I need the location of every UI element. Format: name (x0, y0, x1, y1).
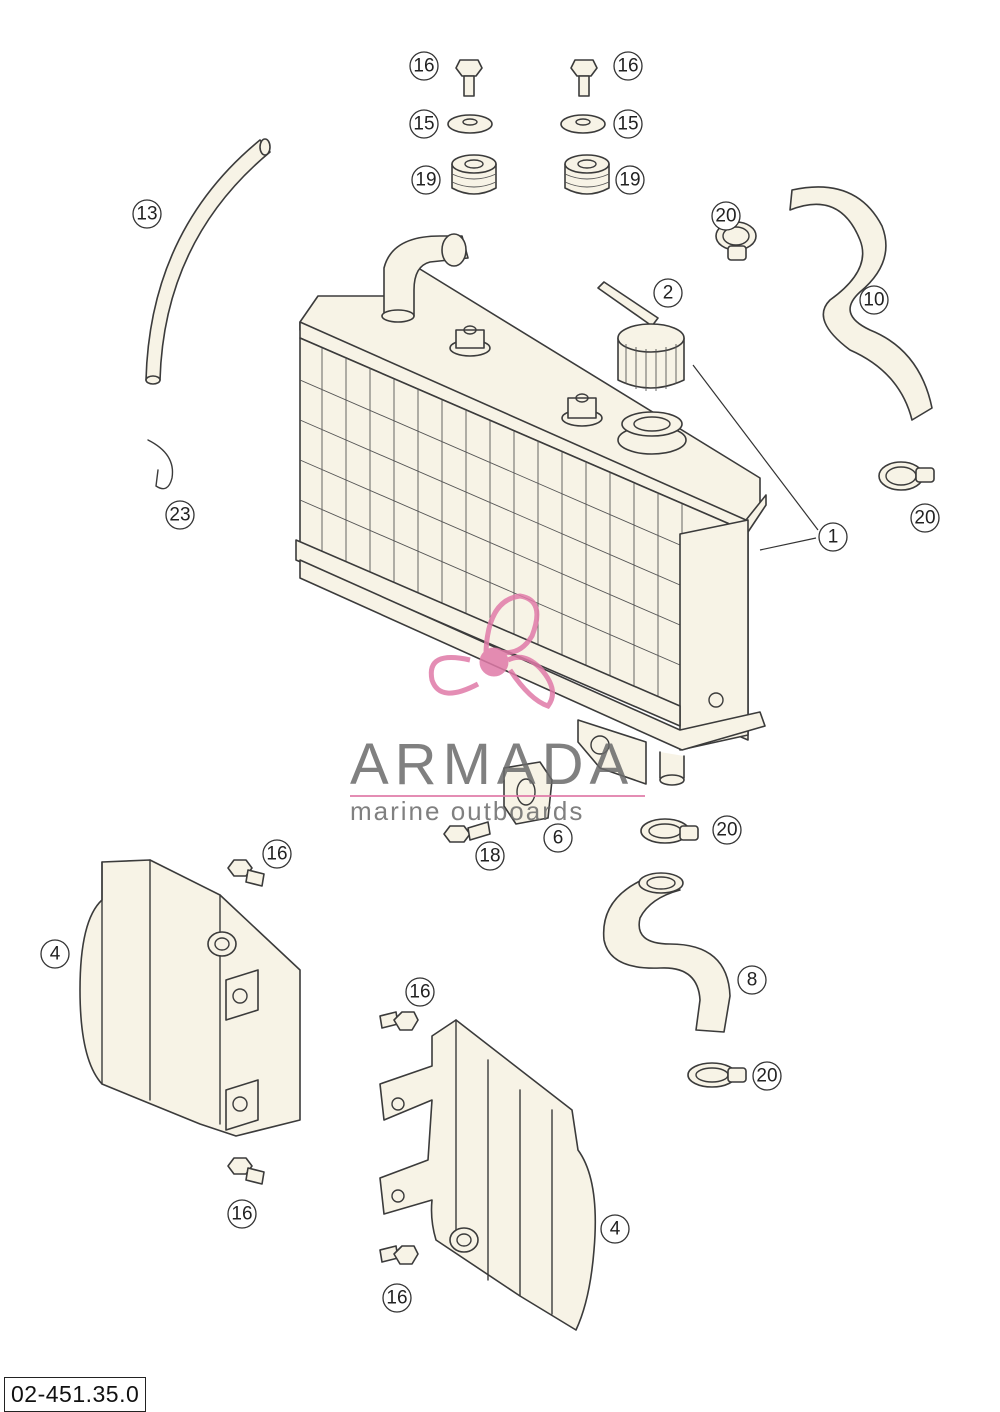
diagram-code-label: 02-451.35.0 (4, 1377, 147, 1412)
callout-4-right: 4 (600, 1214, 630, 1244)
callout-2: 2 (653, 278, 683, 308)
hose-clamp-b (878, 461, 935, 491)
callout-6: 6 (543, 823, 573, 853)
callout-10: 10 (859, 285, 889, 315)
svg-text:19: 19 (619, 170, 640, 191)
callout-13: 13 (132, 199, 162, 229)
svg-text:16: 16 (231, 1204, 252, 1225)
svg-text:19: 19 (415, 170, 436, 191)
callout-16-top-right: 16 (613, 51, 643, 81)
callout-20-d: 20 (752, 1061, 782, 1091)
svg-text:20: 20 (756, 1066, 777, 1087)
screw-left-bottom (227, 1157, 265, 1185)
callout-20-b: 20 (910, 503, 940, 533)
svg-text:20: 20 (914, 508, 935, 529)
svg-text:23: 23 (169, 505, 190, 526)
hose-clamp-d (687, 1062, 747, 1088)
bolt-top-right (570, 59, 598, 97)
callout-20-a: 20 (711, 201, 741, 231)
washer-top-left (447, 114, 493, 134)
radiator (295, 233, 767, 786)
callout-16-left-bottom: 16 (227, 1199, 257, 1229)
overflow-hose (145, 138, 271, 385)
washer-top-right (560, 114, 606, 134)
svg-text:16: 16 (266, 844, 287, 865)
watermark-brand: ARMADA (350, 732, 634, 797)
callout-16-left-top: 16 (262, 839, 292, 869)
screw-right-bottom (379, 1245, 419, 1265)
svg-text:6: 6 (553, 828, 564, 849)
svg-text:18: 18 (479, 846, 500, 867)
callout-20-c: 20 (712, 815, 742, 845)
svg-text:4: 4 (50, 944, 61, 965)
svg-text:20: 20 (715, 206, 736, 227)
svg-text:16: 16 (386, 1288, 407, 1309)
leader-lines (692, 364, 819, 551)
svg-text:1: 1 (828, 527, 839, 548)
svg-text:15: 15 (617, 114, 638, 135)
screw-left-top (227, 859, 265, 887)
svg-text:20: 20 (716, 820, 737, 841)
grommet-top-left (451, 154, 497, 195)
lower-hose (602, 872, 731, 1033)
callout-15-right: 15 (613, 109, 643, 139)
screw-right-top (379, 1011, 419, 1031)
svg-text:8: 8 (747, 970, 758, 991)
callout-23: 23 (165, 500, 195, 530)
radiator-cap (597, 281, 685, 391)
grommet-top-right (564, 154, 610, 195)
hose-clip (147, 439, 174, 490)
radiator-shroud-left (79, 859, 301, 1137)
rubber-mount-bracket (503, 761, 553, 825)
watermark-logo-icon (428, 593, 555, 709)
watermark-tagline: marine outboards (350, 796, 584, 826)
callout-16-right-top: 16 (405, 977, 435, 1007)
callout-19-right: 19 (615, 165, 645, 195)
radiator-core-fins (299, 348, 683, 713)
callout-18: 18 (475, 841, 505, 871)
radiator-shroud-right (379, 1019, 597, 1331)
hose-clamp-c (640, 818, 699, 844)
svg-text:16: 16 (409, 982, 430, 1003)
svg-text:4: 4 (610, 1219, 621, 1240)
upper-hose (789, 186, 933, 421)
svg-text:15: 15 (413, 114, 434, 135)
callout-19-left: 19 (411, 165, 441, 195)
svg-text:2: 2 (663, 283, 674, 304)
callouts: 1 2 4 4 6 8 10 13 15 15 16 16 16 16 16 1… (40, 51, 940, 1313)
svg-text:16: 16 (413, 56, 434, 77)
callout-16-right-bottom: 16 (382, 1283, 412, 1313)
svg-text:10: 10 (863, 290, 884, 311)
screw-18 (443, 821, 491, 843)
callout-1: 1 (818, 522, 848, 552)
svg-text:13: 13 (136, 204, 157, 225)
callout-16-top-left: 16 (409, 51, 439, 81)
bolt-top-left (455, 59, 483, 97)
svg-text:16: 16 (617, 56, 638, 77)
callout-8: 8 (737, 965, 767, 995)
callout-4-left: 4 (40, 939, 70, 969)
callout-15-left: 15 (409, 109, 439, 139)
watermark: ARMADA marine outboards (350, 593, 645, 826)
